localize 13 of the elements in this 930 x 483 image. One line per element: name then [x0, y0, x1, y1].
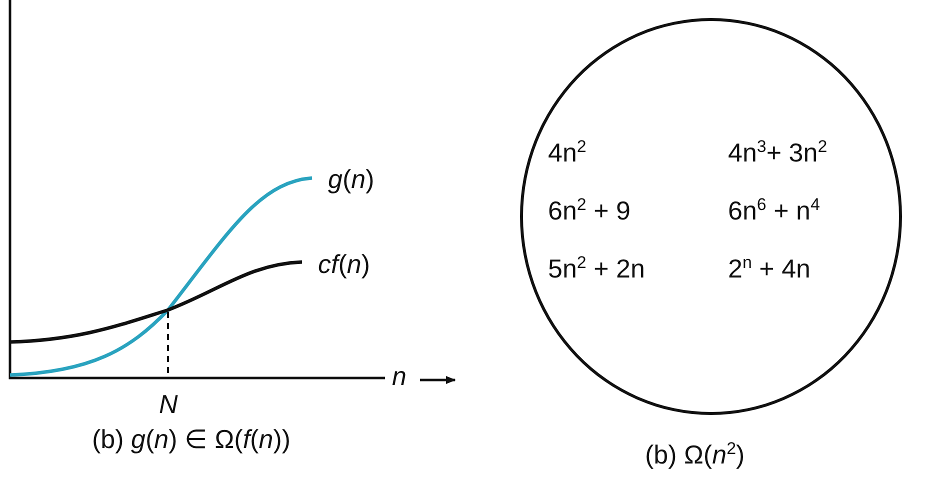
- axis-label: n: [392, 362, 406, 391]
- set-caption: (b) Ω(n$^{2}$): [645, 440, 745, 470]
- formula: 2$^{n}$ + 4n: [728, 254, 810, 284]
- formula: 4n$^{3}$+ 3n$^{2}$: [728, 138, 828, 168]
- formula: 6n$^{2}$ + 9: [548, 196, 630, 226]
- axis-label: g(n): [328, 165, 374, 194]
- set-circle: [520, 18, 902, 415]
- formula: 6n$^{6}$ + n$^{4}$: [728, 196, 820, 226]
- axis-label: N: [159, 390, 178, 419]
- figure-caption: (b) g(n) ∈ Ω(f(n)): [92, 425, 291, 454]
- formula: 5n$^{2}$ + 2n: [548, 254, 645, 284]
- formula: 4n$^{2}$: [548, 138, 586, 168]
- axis-label: cf(n): [318, 250, 370, 279]
